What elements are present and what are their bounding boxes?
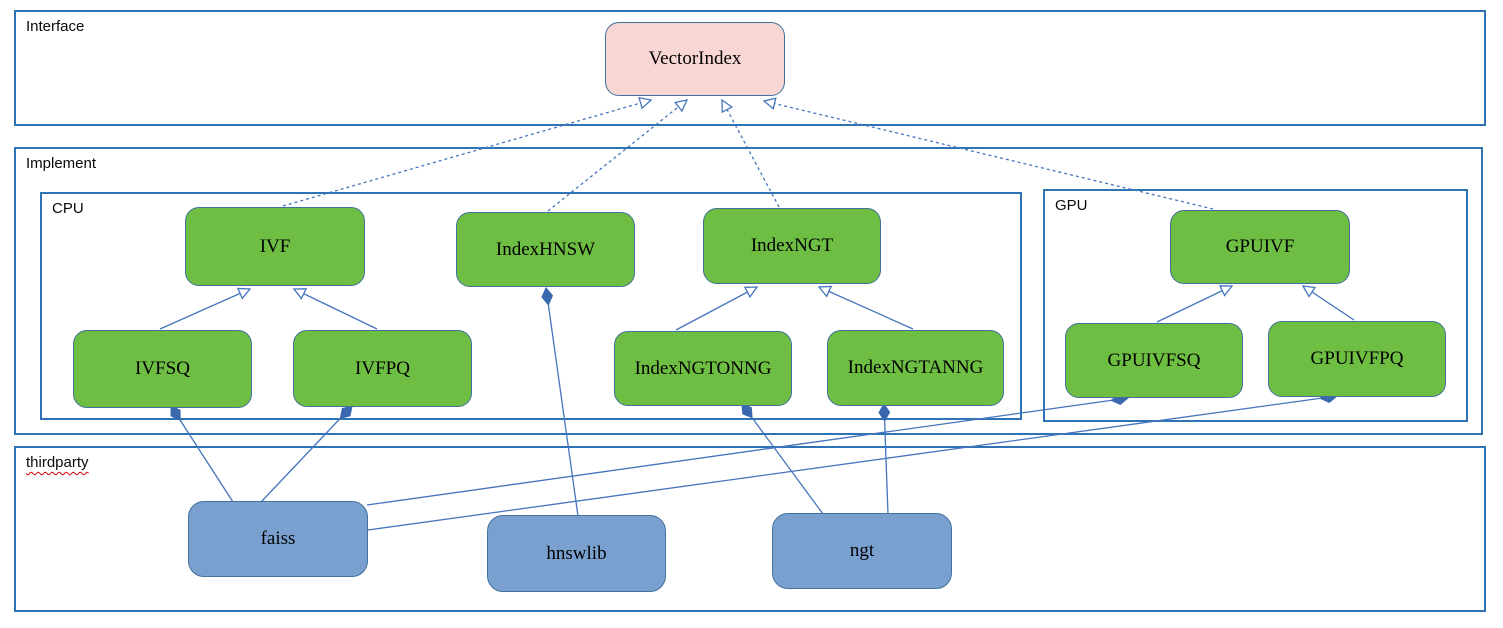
node-ivf[interactable]: IVF: [185, 207, 365, 286]
node-indexngtanng-label: IndexNGTANNG: [847, 357, 984, 378]
node-indexngt-label: IndexNGT: [750, 235, 834, 256]
node-ivfpq-label: IVFPQ: [355, 357, 410, 379]
node-ivfsq[interactable]: IVFSQ: [73, 330, 252, 408]
node-faiss[interactable]: faiss: [188, 501, 368, 577]
node-indexngtonng[interactable]: IndexNGTONNG: [614, 331, 792, 406]
group-cpu-label: CPU: [52, 200, 84, 217]
node-ngt[interactable]: ngt: [772, 513, 952, 589]
node-vectorindex[interactable]: VectorIndex: [605, 22, 785, 96]
node-gpuivfpq-label: GPUIVFPQ: [1310, 348, 1404, 369]
node-indexhnsw[interactable]: IndexHNSW: [456, 212, 635, 287]
node-gpuivf[interactable]: GPUIVF: [1170, 210, 1350, 284]
node-indexngt[interactable]: IndexNGT: [703, 208, 881, 284]
node-gpuivfpq[interactable]: GPUIVFPQ: [1268, 321, 1446, 397]
group-interface-label: Interface: [26, 18, 85, 35]
node-indexngtonng-label: IndexNGTONNG: [634, 357, 772, 379]
node-indexngtanng[interactable]: IndexNGTANNG: [827, 330, 1004, 406]
node-ivfsq-label: IVFSQ: [135, 358, 190, 379]
group-implement-label: Implement: [26, 155, 97, 172]
node-vectorindex-label: VectorIndex: [648, 48, 742, 69]
node-indexhnsw-label: IndexHNSW: [495, 238, 596, 260]
node-hnswlib[interactable]: hnswlib: [487, 515, 666, 592]
node-ivf-label: IVF: [259, 235, 291, 257]
node-hnswlib-label: hnswlib: [546, 542, 607, 564]
node-ivfpq[interactable]: IVFPQ: [293, 330, 472, 407]
node-gpuivfsq-label: GPUIVFSQ: [1107, 349, 1201, 371]
node-gpuivfsq[interactable]: GPUIVFSQ: [1065, 323, 1243, 398]
group-thirdparty-label: thirdparty: [26, 454, 89, 471]
node-ngt-label: ngt: [849, 540, 875, 561]
node-faiss-label: faiss: [260, 528, 296, 549]
node-gpuivf-label: GPUIVF: [1225, 236, 1295, 257]
group-gpu-label: GPU: [1055, 197, 1088, 214]
